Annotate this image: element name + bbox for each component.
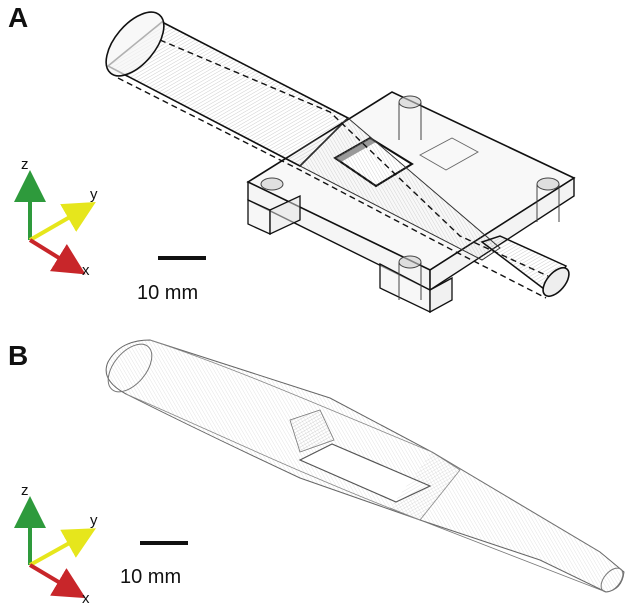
axis-label-y-b: y <box>90 512 98 529</box>
axis-triad-a <box>14 170 96 275</box>
panel-label-a: A <box>8 2 29 33</box>
panel-label-b: B <box>8 340 29 371</box>
axis-label-z-b: z <box>21 482 29 499</box>
y-axis-arrow <box>29 528 96 567</box>
scale-bar-label-a: 10 mm <box>137 282 199 304</box>
x-axis-arrow <box>28 563 86 599</box>
panel-b-channel-wireframe <box>105 339 625 593</box>
y-axis-arrow <box>29 202 96 242</box>
axis-label-x-b: x <box>82 590 90 607</box>
x-axis-arrow <box>28 238 86 275</box>
axis-label-x-a: x <box>82 262 90 279</box>
axis-triad-b <box>14 496 96 599</box>
panel-a-device-illustration <box>105 11 576 314</box>
scale-bar-label-b: 10 mm <box>120 566 182 588</box>
scale-bar-b <box>140 541 188 545</box>
screw-holes <box>260 95 560 300</box>
channel-tube <box>105 11 570 299</box>
axis-label-z-a: z <box>21 156 29 173</box>
scale-bar-a <box>158 256 206 260</box>
axis-label-y-a: y <box>90 186 98 203</box>
